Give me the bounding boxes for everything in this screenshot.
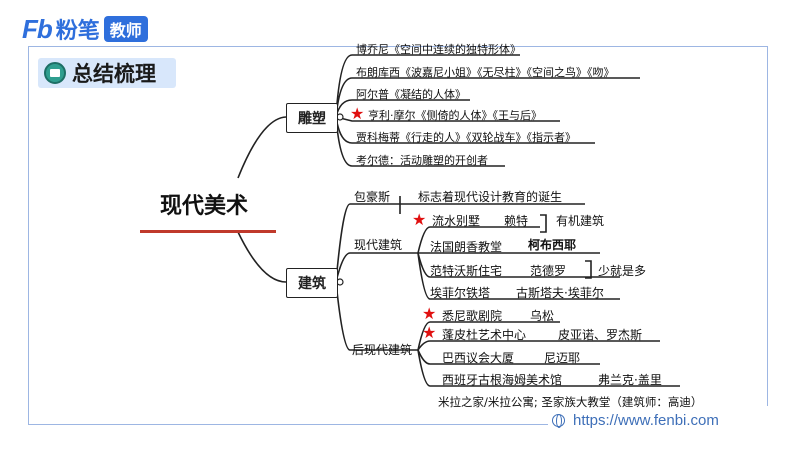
postmodern-work: 巴西议会大厦 (442, 351, 515, 365)
note-less-is-more: 少就是多 (598, 264, 647, 278)
summary-book-icon (44, 62, 66, 84)
note-organic: 有机建筑 (556, 214, 605, 228)
bauhaus-name: 包豪斯 (354, 190, 391, 204)
postmodern-work: 悉尼歌剧院 (442, 309, 503, 323)
modern-architect: 古斯塔夫·埃菲尔 (516, 286, 604, 300)
star-icon: ★ (422, 304, 437, 323)
node-sculpture: 雕塑 (286, 103, 338, 133)
node-architecture: 建筑 (286, 268, 338, 298)
globe-icon (552, 414, 565, 428)
sculpture-item: 考尔德：活动雕塑的开创者 (356, 154, 488, 167)
sculpture-item: 亨利·摩尔《侧倚的人体》《王与后》 (368, 109, 542, 122)
modern-architect: 赖特 (504, 214, 529, 228)
logo-mark: Fb (22, 13, 53, 44)
sculpture-item: 贾科梅蒂《行走的人》《双轮战车》《指示者》 (356, 131, 576, 144)
footer-note: 米拉之家/米拉公寓; 圣家族大教堂（建筑师：高迪） (438, 395, 703, 409)
modern-work: 范特沃斯住宅 (430, 264, 503, 278)
sculpture-item: 布朗库西《波嘉尼小姐》《无尽柱》《空间之鸟》《吻》 (356, 66, 615, 79)
modern-architecture-label: 现代建筑 (354, 238, 403, 252)
frame-right-line (767, 46, 768, 406)
frame-top-line (28, 46, 768, 47)
fenbi-logo: Fb 粉笔 教师 (22, 14, 148, 44)
modern-work: 流水别墅 (432, 214, 481, 228)
postmodern-work: 蓬皮杜艺术中心 (442, 328, 527, 342)
postmodern-architect: 尼迈耶 (544, 351, 581, 365)
logo-text: 粉笔 (55, 19, 100, 44)
logo-badge: 教师 (103, 16, 148, 42)
postmodern-architect: 乌松 (530, 309, 555, 323)
sculpture-item: 博乔尼《空间中连续的独特形体》 (356, 43, 521, 56)
postmodern-architect: 皮亚诺、罗杰斯 (558, 328, 643, 342)
modern-architect: 柯布西耶 (528, 238, 577, 252)
star-icon: ★ (350, 104, 365, 123)
url-text: https://www.fenbi.com (573, 412, 719, 429)
star-icon: ★ (412, 210, 427, 229)
star-icon: ★ (422, 323, 437, 342)
postmodern-architect: 弗兰克·盖里 (598, 373, 662, 387)
modern-architect: 范德罗 (530, 264, 567, 278)
bauhaus-desc: 标志着现代设计教育的诞生 (418, 190, 563, 204)
root-underline (140, 230, 276, 233)
mindmap-root: 现代美术 (160, 194, 249, 219)
frame-left-line (28, 46, 29, 424)
summary-heading-box: 总结梳理 (38, 58, 176, 88)
modern-work: 埃菲尔铁塔 (430, 286, 491, 300)
fenbi-url-link[interactable]: https://www.fenbi.com (552, 412, 719, 429)
sculpture-item: 阿尔普《凝结的人体》 (356, 88, 466, 101)
summary-title: 总结梳理 (72, 62, 156, 86)
postmodern-architecture-label: 后现代建筑 (352, 343, 413, 357)
postmodern-work: 西班牙古根海姆美术馆 (442, 373, 563, 387)
frame-bottom-line (28, 424, 548, 425)
modern-work: 法国朗香教堂 (430, 240, 503, 254)
